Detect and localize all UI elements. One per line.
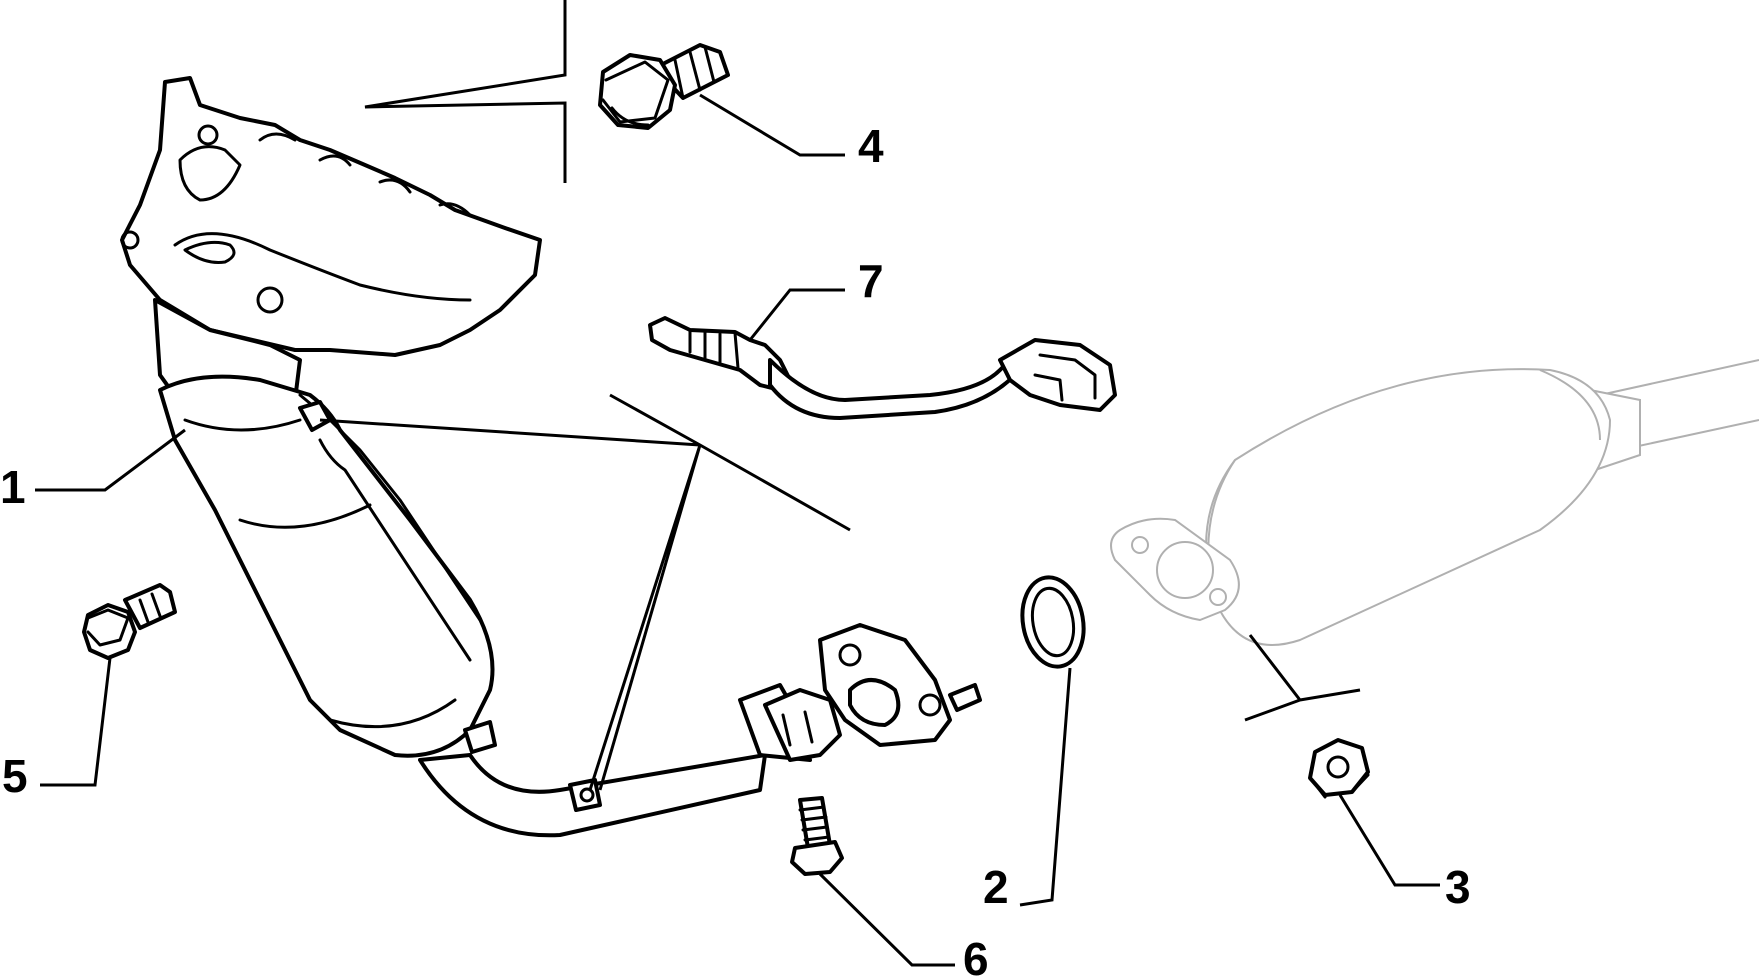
rear-muffler-ghost — [1110, 359, 1759, 646]
leader-lines — [35, 0, 1440, 967]
oxygen-sensor-harness — [648, 316, 1117, 420]
threaded-stud — [790, 796, 844, 876]
gasket-ring — [1020, 575, 1086, 669]
callout-7: 7 — [858, 255, 884, 307]
callout-4: 4 — [858, 120, 884, 172]
flange-bolt-large — [598, 43, 730, 130]
callout-2: 2 — [983, 861, 1009, 913]
callout-6: 6 — [963, 933, 989, 978]
callout-5: 5 — [2, 750, 28, 802]
flange-nut — [1308, 738, 1370, 799]
hex-bolt-small — [82, 583, 177, 660]
exhaust-manifold-catalytic-converter — [120, 76, 982, 838]
callout-3: 3 — [1445, 861, 1471, 913]
callout-1: 1 — [0, 461, 26, 513]
